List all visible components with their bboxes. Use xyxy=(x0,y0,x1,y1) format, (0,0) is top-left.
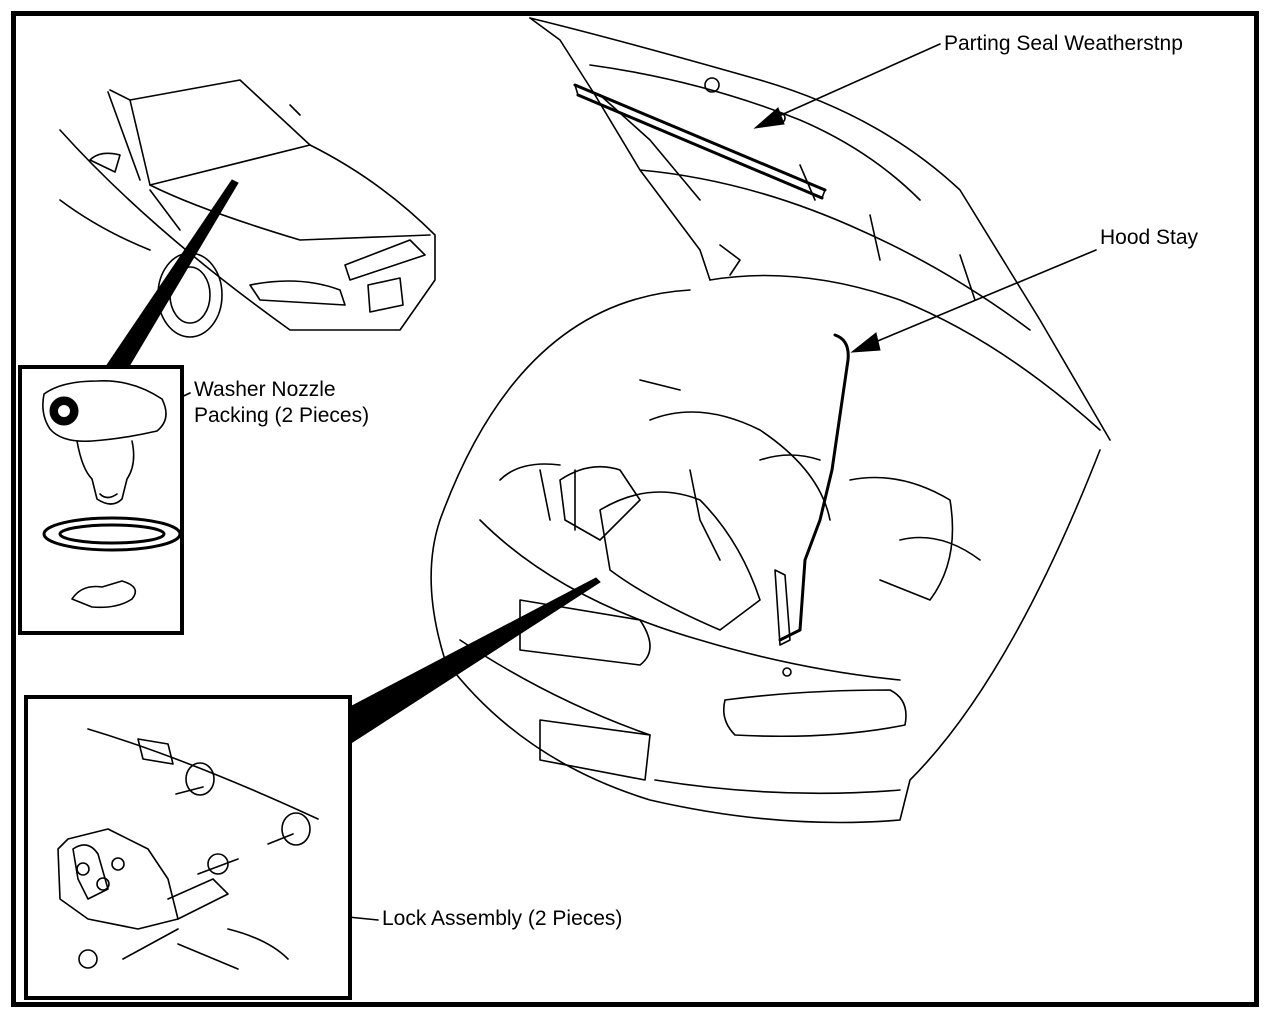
lock-pointer-wedge xyxy=(347,577,601,746)
washer-nozzle-illustration xyxy=(42,380,182,609)
hood-stay-label: Hood Stay xyxy=(1100,226,1199,249)
lock-assembly-label: Lock Assembly (2 Pieces) xyxy=(382,907,623,930)
washer-nozzle-label-line2: Packing (2 Pieces) xyxy=(194,404,370,427)
parting-seal-label: Parting Seal Weatherstnp xyxy=(944,32,1183,55)
lock-assembly-inset xyxy=(24,695,352,1000)
washer-nozzle-label-line1: Washer Nozzle xyxy=(194,378,336,401)
engine-bay-drawing xyxy=(430,17,1111,824)
car-overview-drawing xyxy=(59,79,436,338)
lock-assembly-illustration xyxy=(57,728,319,970)
washer-nozzle-inset xyxy=(18,365,184,635)
